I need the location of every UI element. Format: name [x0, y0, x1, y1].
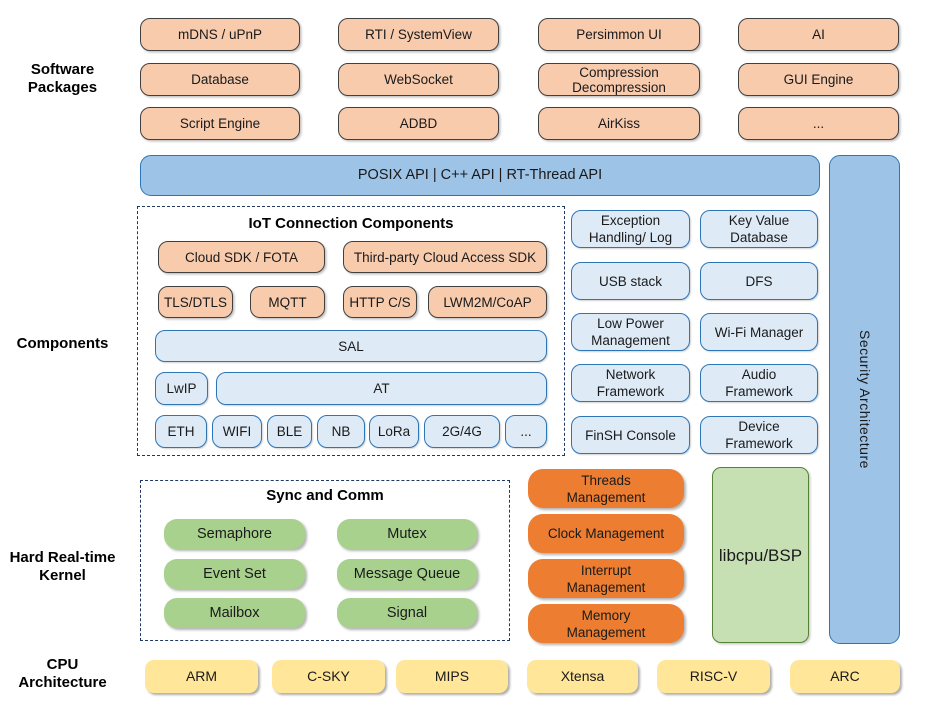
component-box: Low Power Management — [571, 313, 690, 351]
link-box: ETH — [155, 415, 207, 448]
package-box: Database — [140, 63, 300, 96]
cpu-arch-box: C-SKY — [272, 660, 385, 693]
api-bar-label: POSIX API | C++ API | RT-Thread API — [357, 167, 603, 183]
package-box: ... — [738, 107, 899, 140]
cpu-arch-box: Xtensa — [527, 660, 638, 693]
link-box: 2G/4G — [424, 415, 500, 448]
cpu-arch-box: MIPS — [396, 660, 508, 693]
security-architecture-bar: Security Architecture — [829, 155, 900, 644]
iot-box: Cloud SDK / FOTA — [158, 241, 325, 273]
component-box: Audio Framework — [700, 364, 818, 402]
package-box: AI — [738, 18, 899, 51]
sync-box: Mutex — [337, 519, 477, 549]
package-box: ADBD — [338, 107, 499, 140]
package-box: RTI / SystemView — [338, 18, 499, 51]
component-box: USB stack — [571, 262, 690, 300]
link-box: BLE — [267, 415, 312, 448]
at-box: AT — [216, 372, 547, 405]
link-box: LoRa — [369, 415, 419, 448]
cpu-arch-box: RISC-V — [657, 660, 770, 693]
cpu-arch-box: ARC — [790, 660, 900, 693]
component-box: Device Framework — [700, 416, 818, 454]
iot-panel-title: IoT Connection Components — [248, 215, 454, 232]
iot-box: HTTP C/S — [343, 286, 417, 318]
package-box: Compression Decompression — [538, 63, 700, 96]
package-box: Persimmon UI — [538, 18, 700, 51]
sync-box: Mailbox — [164, 598, 305, 628]
sync-box: Event Set — [164, 559, 305, 589]
package-box: Script Engine — [140, 107, 300, 140]
package-box: AirKiss — [538, 107, 700, 140]
api-bar: POSIX API | C++ API | RT-Thread API — [140, 155, 820, 196]
management-box: Threads Management — [528, 469, 684, 508]
management-box: Memory Management — [528, 604, 684, 643]
component-box: DFS — [700, 262, 818, 300]
iot-box: LWM2M/CoAP — [428, 286, 547, 318]
iot-box: Third-party Cloud Access SDK — [343, 241, 547, 273]
cpu-arch-box: ARM — [145, 660, 258, 693]
iot-box: TLS/DTLS — [158, 286, 233, 318]
sync-box: Message Queue — [337, 559, 477, 589]
management-box: Interrupt Management — [528, 559, 684, 598]
security-architecture-label: Security Architecture — [857, 330, 873, 469]
link-box: NB — [317, 415, 365, 448]
sync-box: Signal — [337, 598, 477, 628]
link-box: WIFI — [212, 415, 262, 448]
sal-box: SAL — [155, 330, 547, 362]
component-box: Key Value Database — [700, 210, 818, 248]
package-box: GUI Engine — [738, 63, 899, 96]
row-label-components: Components — [16, 335, 109, 352]
component-box: FinSH Console — [571, 416, 690, 454]
row-label-software-packages: Software Packages — [27, 61, 98, 96]
row-label-hard-realtime-kernel: Hard Real-time Kernel — [9, 549, 116, 584]
lwip-box: LwIP — [155, 372, 208, 405]
row-label-cpu-architecture: CPU Architecture — [18, 656, 107, 691]
sync-comm-title: Sync and Comm — [266, 487, 384, 504]
sync-comm-panel — [140, 480, 510, 641]
component-box: Exception Handling/ Log — [571, 210, 690, 248]
iot-components-panel — [137, 206, 565, 456]
iot-box: MQTT — [250, 286, 325, 318]
link-box: ... — [505, 415, 547, 448]
libcpu-bsp-box: libcpu/BSP — [712, 467, 809, 643]
sync-box: Semaphore — [164, 519, 305, 549]
package-box: mDNS / uPnP — [140, 18, 300, 51]
package-box: WebSocket — [338, 63, 499, 96]
component-box: Network Framework — [571, 364, 690, 402]
management-box: Clock Management — [528, 514, 684, 553]
component-box: Wi-Fi Manager — [700, 313, 818, 351]
